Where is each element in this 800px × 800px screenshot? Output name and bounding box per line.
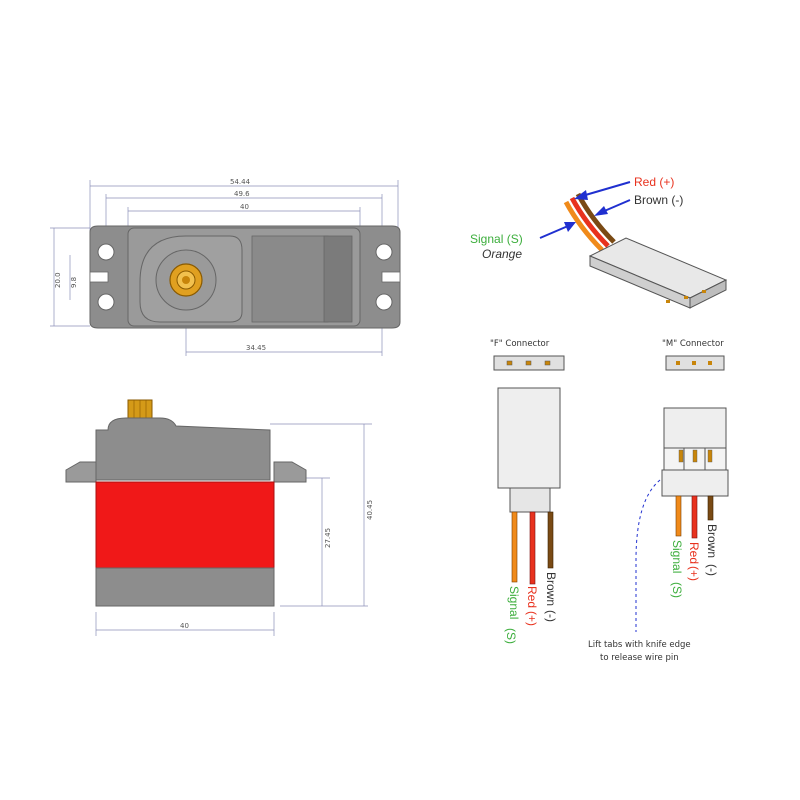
m-label-signal: Signal xyxy=(670,540,684,573)
f-label-brown-s: (-) xyxy=(544,610,558,622)
m-label-brown-s: (-) xyxy=(705,564,719,576)
dim-left-height2: 9.8 xyxy=(70,277,78,288)
side-top-cap xyxy=(95,417,271,481)
note-line-2: to release wire pin xyxy=(600,653,679,663)
f-connector-title: "F" Connector xyxy=(490,339,550,349)
dim-side-height: 40.45 xyxy=(366,500,374,520)
f-label-signal-s: (S) xyxy=(504,628,518,644)
dim-hole-span: 49.6 xyxy=(234,190,250,198)
side-bottom-case xyxy=(95,567,275,607)
note-leader xyxy=(635,479,661,632)
servo-side-view: 40.45 27.45 40 xyxy=(65,399,374,636)
f-label-red: Red xyxy=(525,586,539,608)
m-connector-body xyxy=(663,407,727,449)
mount-hole-tl xyxy=(97,243,115,261)
side-red-case xyxy=(95,481,275,569)
f-connector-body xyxy=(497,387,561,489)
dim-horn-offset: 34.45 xyxy=(246,344,266,352)
f-label-brown: Brown xyxy=(544,572,558,606)
f-connector: "F" Connector Signal (S) Red (+) Brown (… xyxy=(490,339,565,644)
mount-hole-tr xyxy=(375,243,393,261)
mount-hole-br xyxy=(375,293,393,311)
label-red-wire: Red (+) xyxy=(634,175,674,189)
label-signal-orange: Orange xyxy=(482,247,522,261)
dim-overall-width: 54.44 xyxy=(230,178,251,186)
m-label-signal-s: (S) xyxy=(670,582,684,598)
dim-side-width: 40 xyxy=(180,622,189,630)
f-label-signal: Signal xyxy=(507,586,521,619)
label-signal-wire: Signal (S) xyxy=(470,232,523,246)
servo-top-view: 54.44 49.6 40 20.0 9.8 34.45 xyxy=(50,178,401,356)
note-line-1: Lift tabs with knife edge xyxy=(588,640,691,650)
f-label-red-s: (+) xyxy=(525,611,539,626)
m-label-red: Red xyxy=(687,542,701,564)
dim-side-lower-height: 27.45 xyxy=(324,528,332,548)
mount-hole-bl xyxy=(97,293,115,311)
m-connector-title: "M" Connector xyxy=(662,339,724,349)
m-label-brown: Brown xyxy=(705,524,719,558)
m-connector: "M" Connector Signal (S) Red (+) Brown (… xyxy=(588,339,729,663)
label-brown-wire: Brown (-) xyxy=(634,193,683,207)
dim-body-width: 40 xyxy=(240,203,249,211)
wire-lead-diagram: Red (+) Brown (-) Signal (S) Orange xyxy=(470,175,728,309)
dim-left-height: 20.0 xyxy=(54,272,62,288)
m-label-red-s: (+) xyxy=(687,566,701,581)
